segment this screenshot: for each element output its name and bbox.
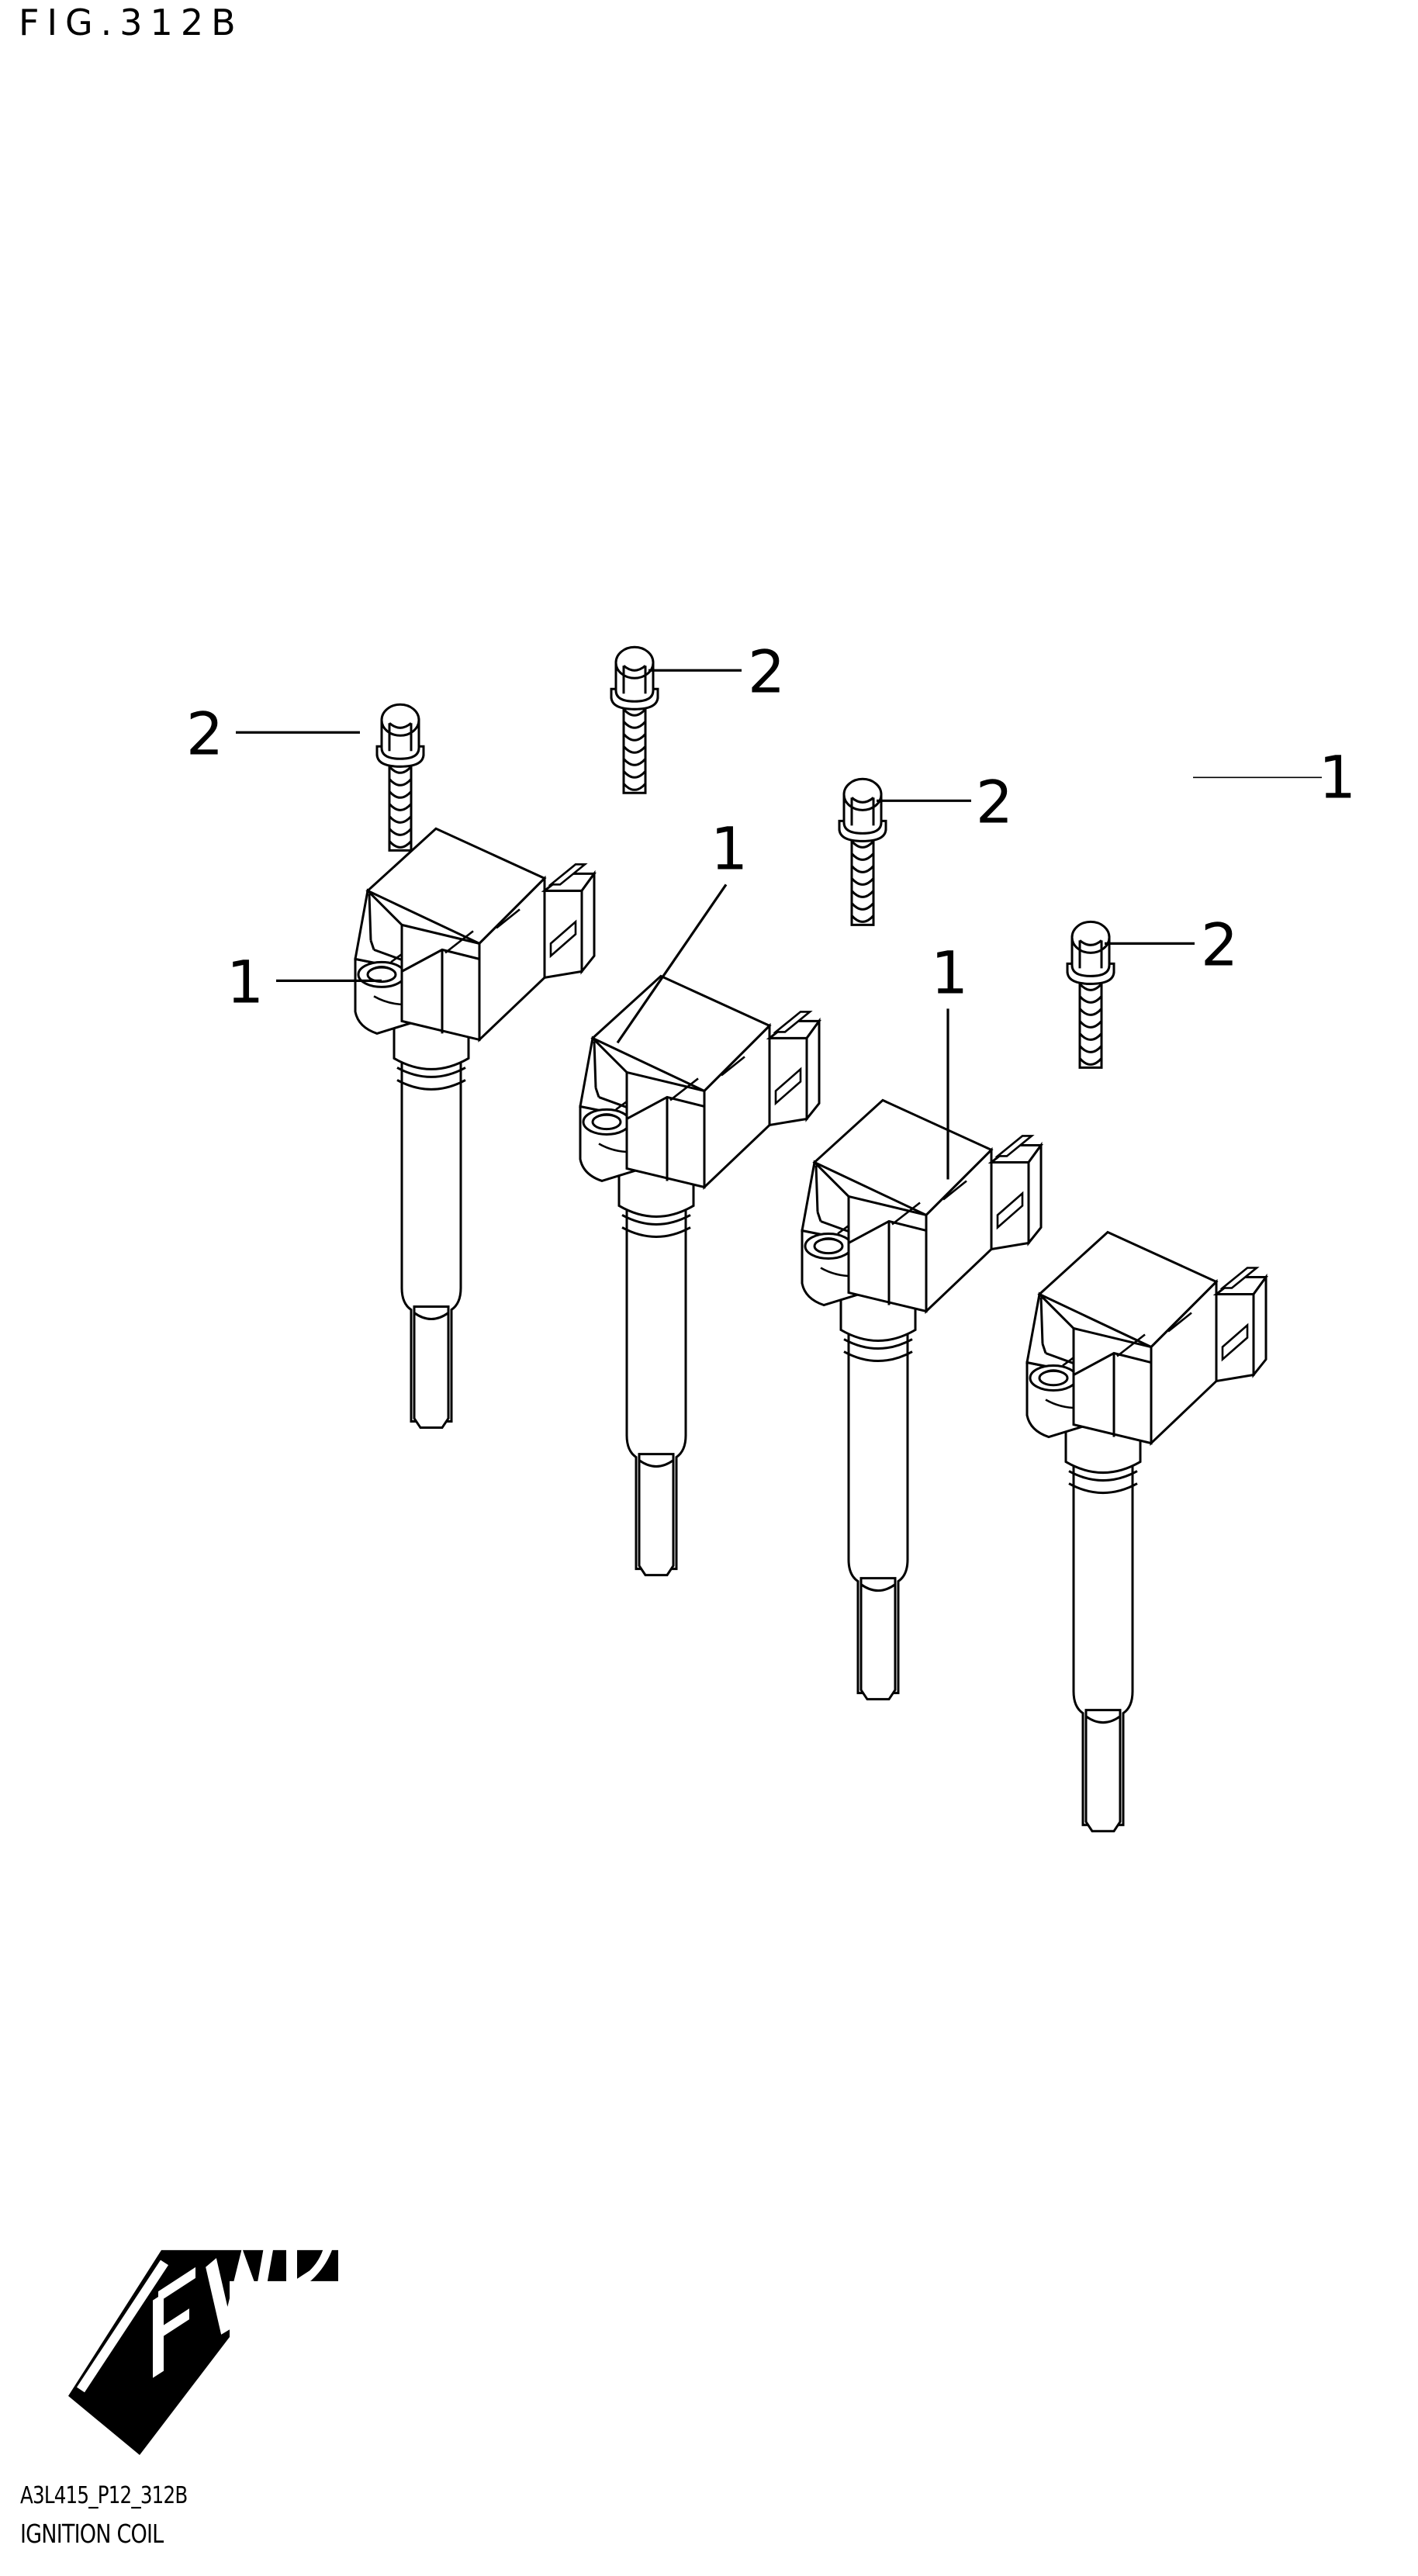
figure-code: A3L415_P12_312B [20,2482,188,2509]
leader-coil-2 [616,883,728,1044]
leader-lines [236,669,1322,1180]
figure-name: IGNITION COIL [20,2518,164,2549]
coil-2 [579,974,821,1577]
callout-1-a: 1 [227,947,264,1016]
callout-2-a: 2 [186,699,223,768]
bolt-2 [610,645,659,794]
fwd-arrow-marker [68,2190,338,2455]
callout-2-b: 2 [748,637,785,706]
coil-3 [801,1098,1043,1701]
coil-1 [354,827,596,1430]
bolt-1 [375,703,425,852]
callout-1-c: 1 [931,938,968,1007]
callout-1-d: 1 [1319,742,1356,811]
coil-4 [1025,1230,1268,1833]
figure-title: FIG.312B [19,2,244,43]
callout-1-b: 1 [711,814,748,883]
figure-footer: A3L415_P12_312B IGNITION COIL [20,2482,563,2550]
reference-numbers: 2 2 2 2 1 1 1 1 [186,637,1356,1016]
callout-2-d: 2 [1201,910,1238,979]
callout-2-c: 2 [976,767,1013,836]
